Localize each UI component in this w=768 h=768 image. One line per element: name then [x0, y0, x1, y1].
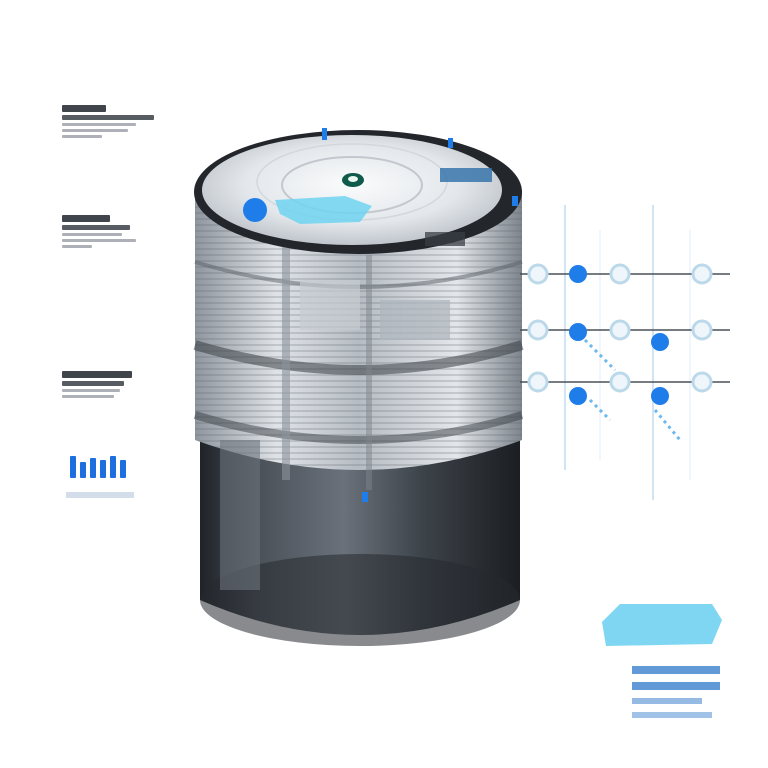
badge-text-line — [632, 666, 720, 674]
cloud-badge-icon — [602, 604, 722, 646]
text-block-icon — [62, 212, 162, 251]
grid-node — [527, 263, 549, 285]
grid-node — [691, 319, 713, 341]
blue-node — [569, 387, 587, 405]
cylinder-top — [194, 128, 522, 254]
blue-node — [651, 387, 669, 405]
grid-node — [691, 263, 713, 285]
badge-text-line — [632, 712, 712, 718]
grid-node — [609, 263, 631, 285]
grid-node — [609, 319, 631, 341]
grid-node — [527, 371, 549, 393]
blue-node — [651, 333, 669, 351]
blue-node — [569, 265, 587, 283]
grid-node — [691, 371, 713, 393]
cylinder-body — [200, 420, 520, 646]
bar-chart-icon — [70, 456, 130, 478]
blue-node — [569, 323, 587, 341]
cylinder-steel-section — [193, 190, 524, 590]
badge-text-line — [632, 698, 702, 704]
network-grid-icon — [520, 205, 730, 500]
text-block-icon — [62, 368, 162, 401]
grid-node — [527, 319, 549, 341]
text-block-icon — [62, 102, 162, 141]
bar-caption — [66, 492, 134, 498]
badge-text-line — [632, 682, 720, 690]
grid-node — [609, 371, 631, 393]
